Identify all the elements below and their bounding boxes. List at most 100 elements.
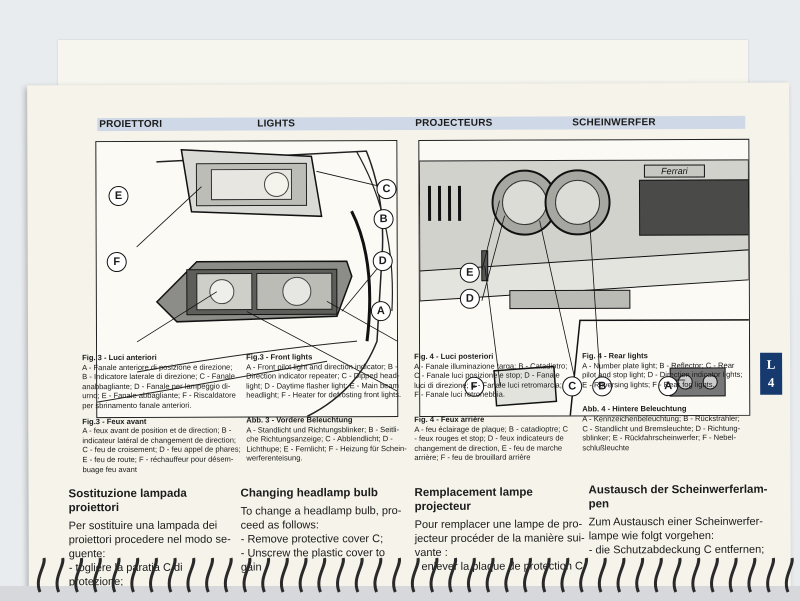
caption-line: headlight; F - Heater for defrosting fro… xyxy=(246,390,402,400)
caption-title: Fig. 3 - Luci anteriori xyxy=(82,352,157,363)
binding-ring xyxy=(55,557,65,593)
binding-ring xyxy=(336,557,345,593)
binding-ring xyxy=(261,557,271,593)
caption-line: che Richtungsanzeige; C - Abblendlicht; … xyxy=(246,434,393,444)
binding-ring xyxy=(298,557,308,593)
caption-col-italian-french: Fig. 3 - Luci anteriori A - Fanale anter… xyxy=(82,353,252,475)
binding-ring xyxy=(186,557,196,593)
caption-title: Fig. 4 - Rear lights xyxy=(582,351,648,361)
caption-line: anabbagliante; D - Fanale per lampeggio … xyxy=(82,381,231,391)
binding-ring xyxy=(466,557,476,593)
header-projecteurs: PROJECTEURS xyxy=(415,117,493,129)
callout-front-a: A xyxy=(370,301,391,322)
header-lights: LIGHTS xyxy=(257,118,296,130)
binding-ring xyxy=(523,557,532,593)
binding-ring xyxy=(784,557,794,593)
binding-ring xyxy=(429,557,439,593)
binding-ring xyxy=(205,557,214,593)
binding-ring xyxy=(616,557,626,593)
caption-line: urno; E - Fanale abbagliante; F - Riscal… xyxy=(82,390,236,401)
caption-line: arrière; F - feu de brouillard arrière xyxy=(414,452,531,463)
binding-ring xyxy=(149,557,158,593)
caption-line: E - Reversing lights; F - Rear fog light… xyxy=(582,379,715,390)
binding-ring xyxy=(167,557,177,593)
binding-ring xyxy=(672,557,682,593)
caption-line: per sbrinamento fanale anteriori. xyxy=(82,400,192,411)
caption-line: - feux rouges et stop; D - feux indicate… xyxy=(414,433,564,444)
section-tab-number: 4 xyxy=(767,374,775,390)
binding-ring xyxy=(504,557,514,593)
binding-ring xyxy=(410,557,420,593)
caption-line: A - feux avant de position et de directi… xyxy=(82,425,232,436)
figure-rear-lights: Ferrari E D F C B A xyxy=(418,138,751,417)
caption-line: A - Fanale illuminazione targa; B - Cata… xyxy=(414,361,568,371)
caption-line: C - Standlicht und Bremsleuchte; D - Ric… xyxy=(582,423,741,433)
section-title: Remplacement lampe projecteur xyxy=(414,486,533,513)
section-line: Zum Austausch einer Scheinwerfer- xyxy=(588,515,763,529)
binding-ring xyxy=(728,557,738,593)
caption-line: buage feu avant xyxy=(82,464,137,474)
rear-lights-drawing: Ferrari xyxy=(418,139,750,416)
caption-line: C - Fanale luci posizione e stop; D - Fa… xyxy=(414,370,560,381)
caption-line: pilot and stop light; D - Direction indi… xyxy=(582,370,743,380)
caption-line: light; D - Daytime flasher light; E - Ma… xyxy=(246,380,399,391)
binding-ring xyxy=(747,557,757,593)
caption-line: werferenteisung. xyxy=(246,453,303,463)
binding-ring xyxy=(130,557,140,593)
section-title: Sostituzione lampada proiettori xyxy=(68,487,187,515)
caption-line: changement de direction, E - feu de marc… xyxy=(414,443,563,453)
binding-ring xyxy=(279,557,289,593)
caption-line: indicateur latéral de changement de dire… xyxy=(82,435,237,445)
callout-front-c: C xyxy=(376,179,397,200)
section-german: Austausch der Scheinwerferlam- pen Zum A… xyxy=(589,483,769,558)
caption-title: Abb. 3 - Vordere Beleuchtung xyxy=(246,415,353,425)
binding-ring xyxy=(448,557,458,593)
front-lights-drawing xyxy=(96,141,398,418)
section-line: ceed as follows: xyxy=(240,519,319,532)
caption-line: luci di direzione; E - Fanale luci retro… xyxy=(414,380,562,390)
spiral-binding xyxy=(0,557,800,601)
section-line: jecteur procéder de la manière sui- xyxy=(414,532,585,545)
binding-ring xyxy=(597,557,607,593)
caption-title: Abb. 4 - Hintere Beleuchtung xyxy=(582,404,687,414)
manual-page: PROIETTORI LIGHTS PROJECTEURS SCHEINWERF… xyxy=(27,82,791,591)
section-title: Changing headlamp bulb xyxy=(240,487,378,500)
section-title-continued: pen xyxy=(588,498,610,511)
figure-front-lights: C E B F D A xyxy=(95,140,399,419)
caption-line: E - feu de route; F - réchauffeur pour d… xyxy=(82,454,234,465)
caption-title: Fig. 4 - Luci posteriori xyxy=(414,351,494,361)
caption-line: sblinker; E - Rückfahrscheinwerfer; F - … xyxy=(582,433,736,443)
binding-ring xyxy=(635,557,645,593)
callout-rear-e: E xyxy=(459,262,480,283)
section-line: lampe wie folgt vorgehen: xyxy=(588,529,715,543)
header-proiettori: PROIETTORI xyxy=(99,118,163,131)
binding-ring xyxy=(111,557,121,593)
binding-ring xyxy=(579,557,588,593)
binding-ring xyxy=(36,557,46,593)
caption-line: A - Standlicht und Richtungsblinker; B -… xyxy=(246,424,400,435)
callout-rear-d: D xyxy=(459,288,480,309)
section-line: - Remove protective cover C; xyxy=(240,533,384,546)
badge-text: Ferrari xyxy=(661,166,689,176)
binding-ring xyxy=(354,557,364,593)
binding-ring xyxy=(653,557,663,593)
caption-line: schlußleuchte xyxy=(582,442,630,453)
caption-line: A - feu éclairage de plaque; B - catadio… xyxy=(414,424,568,434)
callout-front-f: F xyxy=(106,251,127,273)
header-scheinwerfer: SCHEINWERFER xyxy=(572,117,656,129)
binding-ring xyxy=(541,557,551,593)
caption-title: Fig. 4 - Feux arrière xyxy=(414,414,485,424)
caption-line: Lichthupe; E - Fernlicht; F - Heizung fü… xyxy=(246,443,407,454)
caption-col-english-german: Fig.3 - Front lights A - Front pilot lig… xyxy=(246,352,416,464)
binding-ring xyxy=(392,557,401,593)
section-line: proiettori procedere nel modo se- xyxy=(68,533,231,547)
caption-col-italian-french-rear: Fig. 4 - Luci posteriori A - Fanale illu… xyxy=(414,351,586,463)
binding-ring xyxy=(766,557,775,593)
caption-line: A - Number plate light; B - Reflector; C… xyxy=(582,360,735,370)
callout-front-b: B xyxy=(373,209,394,230)
caption-line: C - feu de croisement; D - feu appel de … xyxy=(82,444,241,455)
section-line: Pour remplacer une lampe de pro- xyxy=(414,518,583,531)
callout-front-e: E xyxy=(108,185,129,207)
callout-front-d: D xyxy=(372,251,393,272)
section-tab-letter: L xyxy=(766,356,776,372)
